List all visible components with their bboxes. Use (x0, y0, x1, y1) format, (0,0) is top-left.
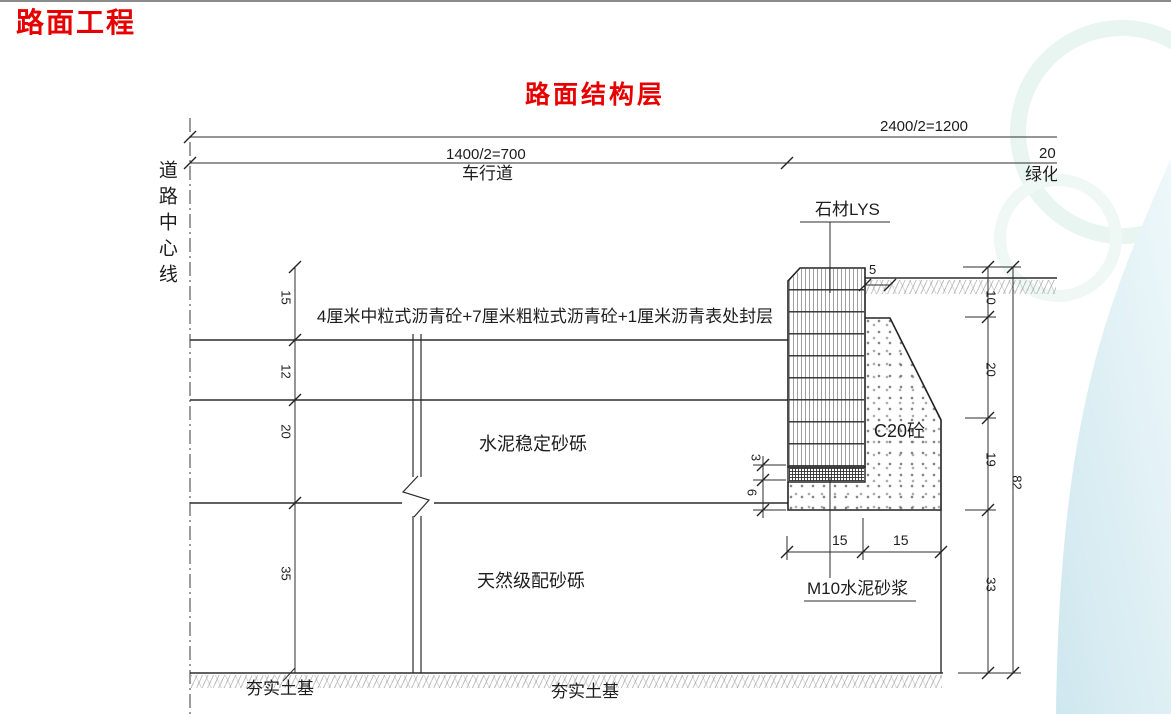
concrete-outline (787, 317, 942, 511)
mortar-outline (787, 466, 866, 483)
dim-mortar-3: 3 (748, 453, 764, 462)
dim-curb-width-left-15: 15 (832, 532, 848, 548)
dim-greenbelt-width: 20 (1039, 145, 1056, 162)
dimension-ticks (183, 130, 1020, 680)
dim-curb-width-right-15: 15 (893, 532, 909, 548)
dim-carriageway-width: 1400/2=700 (446, 146, 526, 163)
mortar-bed-hatch (789, 468, 864, 481)
label-compacted-subgrade-left: 夯实土基 (246, 679, 314, 698)
ground-hatch-right (866, 280, 1056, 294)
dimension-lines (190, 136, 1057, 682)
label-natural-graded-gravel: 天然级配砂砾 (477, 571, 585, 591)
centerline-label: 道路中心线 (155, 160, 177, 290)
ground-hatch-bottom (191, 675, 942, 688)
layer-lines (190, 277, 1057, 674)
dim-left-12: 12 (278, 364, 294, 379)
break-zigzag (401, 475, 431, 518)
label-cement-stabilized-gravel: 水泥稳定砂砾 (479, 434, 587, 454)
dim-right-10: 10 (983, 290, 999, 305)
dim-curb-reveal-5: 5 (869, 262, 877, 277)
top-divider-line (0, 0, 1171, 2)
label-stone-curb: 石材LYS (815, 200, 880, 219)
dim-left-15: 15 (278, 290, 294, 305)
label-greenbelt: 绿化 (1025, 165, 1057, 184)
diagram-title: 路面结构层 (524, 82, 665, 109)
dim-right-33: 33 (983, 577, 999, 592)
dim-bed-6: 6 (744, 488, 760, 497)
dim-left-20: 20 (278, 424, 294, 439)
dim-left-35: 35 (278, 566, 294, 581)
drawing-linework (183, 118, 1057, 714)
bg-ring-icon (1010, 20, 1171, 244)
stone-curb-hatch (789, 269, 864, 466)
bg-swoosh-shape (1056, 158, 1171, 714)
dim-right-19: 19 (983, 452, 999, 467)
bg-ring-small-icon (994, 174, 1122, 302)
curb-outline (787, 267, 866, 468)
label-c20-concrete: C20砼 (874, 421, 926, 441)
label-asphalt-layers: 4厘米中粒式沥青砼+7厘米粗粒式沥青砼+1厘米沥青表处封层 (316, 307, 774, 326)
pavement-cross-section-drawing: 道路中心线 2400/2=1200 1400/2=700 车行道 20 绿化 4… (155, 118, 1057, 714)
label-carriageway: 车行道 (462, 164, 513, 183)
dim-right-total-82: 82 (1009, 475, 1025, 490)
dim-right-20: 20 (983, 362, 999, 377)
slide-title: 路面工程 (16, 8, 137, 39)
label-compacted-subgrade-right: 夯实土基 (551, 682, 619, 701)
label-m10-mortar: M10水泥砂浆 (807, 579, 909, 598)
dim-total-half-width: 2400/2=1200 (880, 118, 969, 135)
curb-course-lines (789, 289, 864, 445)
